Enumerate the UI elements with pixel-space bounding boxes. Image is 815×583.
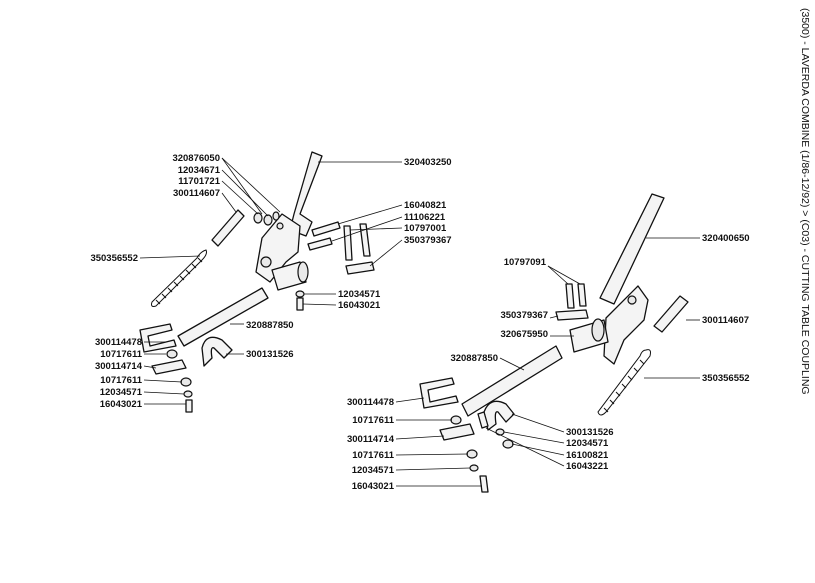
left-spring-coils <box>155 257 203 305</box>
left-labels: 320876050 12034671 11701721 300114607 35… <box>90 153 451 410</box>
label-r-12034571-b: 12034571 <box>352 465 395 476</box>
left-bracket-hole <box>260 256 272 268</box>
right-plate-300114714 <box>439 423 475 441</box>
label-l-350379367: 350379367 <box>404 235 452 246</box>
right-spring <box>597 349 651 416</box>
left-washer-a <box>253 212 263 224</box>
label-l-11701721: 11701721 <box>178 176 220 187</box>
page-title-vertical: (3500) - LAVERDA COMBINE (1/86-12/92) > … <box>799 8 812 438</box>
right-washer-10717611-a <box>450 415 462 425</box>
label-r-300114478: 300114478 <box>347 397 394 408</box>
right-spring-coils <box>603 359 645 413</box>
left-washer-12034571-b <box>183 390 193 398</box>
right-washer-12034571 <box>495 428 505 436</box>
left-bolt-b <box>307 237 333 251</box>
left-spring <box>151 249 207 307</box>
label-r-350379367: 350379367 <box>500 310 548 321</box>
left-clip-a <box>343 225 353 261</box>
right-bolt-16043221 <box>477 411 489 429</box>
right-pin-350379367 <box>555 309 589 321</box>
right-small-link <box>653 295 689 333</box>
label-r-300114714: 300114714 <box>347 434 395 445</box>
right-assembly <box>395 193 700 493</box>
left-pin <box>271 261 307 291</box>
label-l-16043021-b: 16043021 <box>100 399 143 410</box>
right-clip-a <box>565 283 575 309</box>
label-l-300114714: 300114714 <box>95 361 143 372</box>
label-l-300114478: 300114478 <box>95 337 142 348</box>
left-washer-c <box>272 211 280 221</box>
right-u-bolt <box>419 377 459 409</box>
label-r-320675950: 320675950 <box>500 329 548 340</box>
right-plate-hole <box>627 295 637 305</box>
label-r-10717611-b: 10717611 <box>352 450 394 461</box>
left-bolt-16043021 <box>296 297 304 311</box>
label-r-300114607: 300114607 <box>702 315 749 326</box>
left-hook <box>201 336 233 367</box>
label-l-320887850: 320887850 <box>246 320 294 331</box>
right-plate <box>603 285 649 365</box>
label-l-350356552: 350356552 <box>90 253 138 264</box>
left-pin-350379367 <box>345 261 375 275</box>
right-washer-12034571-b <box>469 464 479 472</box>
label-r-350356552: 350356552 <box>702 373 750 384</box>
left-washer-10717611-a <box>166 349 178 359</box>
right-washer-10717611-b <box>466 449 478 459</box>
right-labels: 320400650 10797091 350379367 320675950 3… <box>347 233 750 492</box>
left-washer-b <box>263 214 273 226</box>
label-l-12034571-b: 12034571 <box>100 387 143 398</box>
right-leader-lines <box>395 237 700 487</box>
label-r-12034571: 12034571 <box>566 438 609 449</box>
label-l-320403250: 320403250 <box>404 157 452 168</box>
right-nut-16100821 <box>502 439 514 449</box>
label-l-16043021: 16043021 <box>338 300 381 311</box>
label-l-10717611-a: 10717611 <box>100 349 142 360</box>
label-l-12034671: 12034671 <box>178 165 221 176</box>
label-r-16043021: 16043021 <box>352 481 395 492</box>
left-bolt-a <box>311 221 341 237</box>
right-hook <box>483 400 515 431</box>
left-bracket-hole-small <box>276 222 284 230</box>
left-assembly <box>139 151 403 413</box>
left-long-bar <box>177 287 269 347</box>
label-r-10717611-a: 10717611 <box>352 415 394 426</box>
left-clip-b <box>359 223 371 257</box>
left-small-link <box>211 209 245 247</box>
label-l-10717611-b: 10717611 <box>100 375 142 386</box>
left-plate-300114714 <box>151 359 187 375</box>
left-washer-10717611-b <box>180 377 192 387</box>
left-bolt-16043021-b <box>185 399 193 413</box>
right-bolt-16043021 <box>479 475 489 493</box>
left-u-bolt <box>139 323 177 353</box>
label-r-10797091: 10797091 <box>504 257 547 268</box>
label-l-10797001: 10797001 <box>404 223 447 234</box>
label-l-320876050: 320876050 <box>172 153 220 164</box>
label-l-300114607: 300114607 <box>173 188 220 199</box>
label-l-11106221: 11106221 <box>404 212 446 223</box>
label-r-16043221: 16043221 <box>566 461 609 472</box>
left-pin-end <box>297 261 309 283</box>
label-r-300131526: 300131526 <box>566 427 614 438</box>
page-title: (3500) - LAVERDA COMBINE (1/86-12/92) > … <box>799 8 811 395</box>
right-pin-end <box>591 318 605 342</box>
label-l-300131526: 300131526 <box>246 349 294 360</box>
label-l-12034571: 12034571 <box>338 289 381 300</box>
right-long-bar <box>461 345 563 417</box>
left-upper-arm <box>289 151 323 237</box>
right-clip-b <box>577 283 587 307</box>
label-r-16100821: 16100821 <box>566 450 609 461</box>
label-l-16040821: 16040821 <box>404 200 447 211</box>
label-r-320887850: 320887850 <box>450 353 498 364</box>
left-washer-12034571 <box>295 290 305 298</box>
right-long-arm <box>599 193 665 305</box>
left-leader-lines <box>139 157 403 405</box>
label-r-320400650: 320400650 <box>702 233 750 244</box>
